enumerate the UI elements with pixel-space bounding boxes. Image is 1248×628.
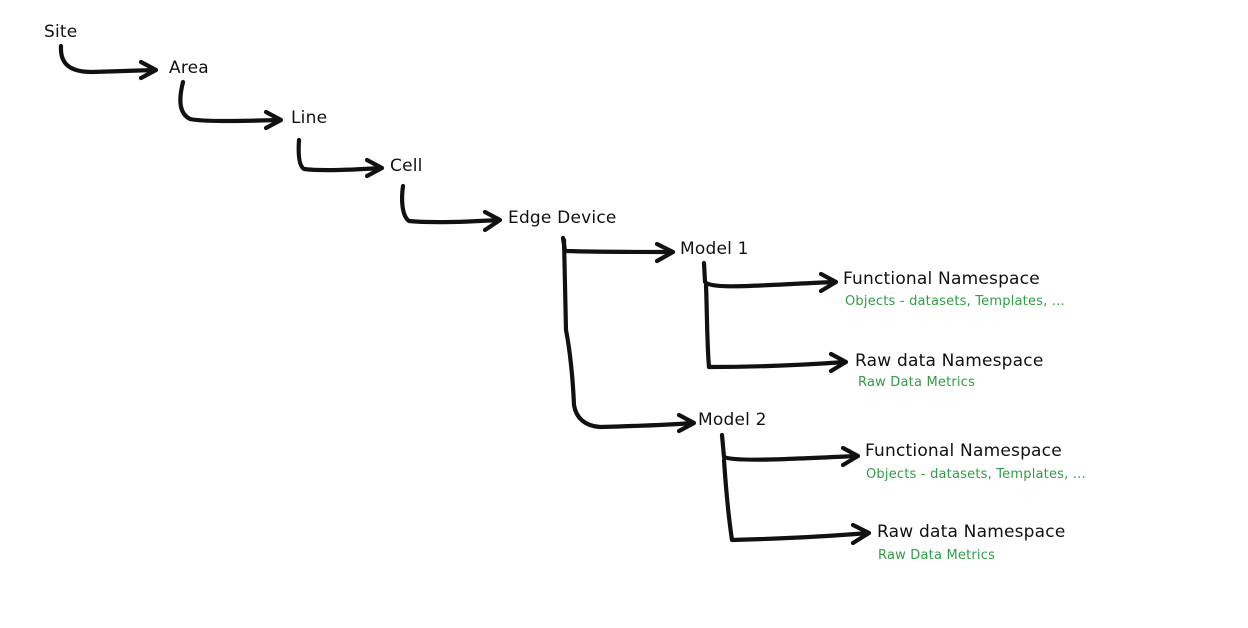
arrow-edge-device-to-model-1 [560, 235, 676, 264]
node-cell: Cell [390, 156, 423, 176]
arrow-model-2-to-functional [719, 432, 861, 468]
node-site: Site [44, 22, 78, 42]
arrow-model-1-to-raw [703, 282, 849, 374]
arrow-edge-device-to-model-2 [561, 237, 697, 434]
model-2-functional-description: Objects - datasets, Templates, ... [866, 467, 1086, 482]
node-edge-device: Edge Device [508, 208, 617, 228]
arrow-model-1-to-functional [701, 260, 839, 294]
node-model-1-raw-data-namespace: Raw data Namespace [855, 351, 1044, 371]
node-model-2-raw-data-namespace: Raw data Namespace [877, 522, 1066, 542]
model-2-raw-data-description: Raw Data Metrics [878, 548, 996, 563]
arrow-area-to-line [178, 79, 284, 131]
node-model-1: Model 1 [680, 239, 749, 259]
node-model-2-functional-namespace: Functional Namespace [865, 441, 1062, 461]
node-model-2: Model 2 [698, 410, 767, 430]
node-line: Line [291, 108, 328, 128]
arrow-line-to-cell [296, 137, 385, 179]
model-1-raw-data-description: Raw Data Metrics [858, 375, 976, 390]
arrow-model-2-to-raw [721, 457, 872, 546]
node-model-1-functional-namespace: Functional Namespace [843, 269, 1040, 289]
model-1-functional-description: Objects - datasets, Templates, ... [845, 294, 1065, 309]
node-area: Area [169, 58, 209, 78]
arrow-site-to-area [58, 43, 159, 81]
arrow-cell-to-edge-device [400, 183, 503, 233]
